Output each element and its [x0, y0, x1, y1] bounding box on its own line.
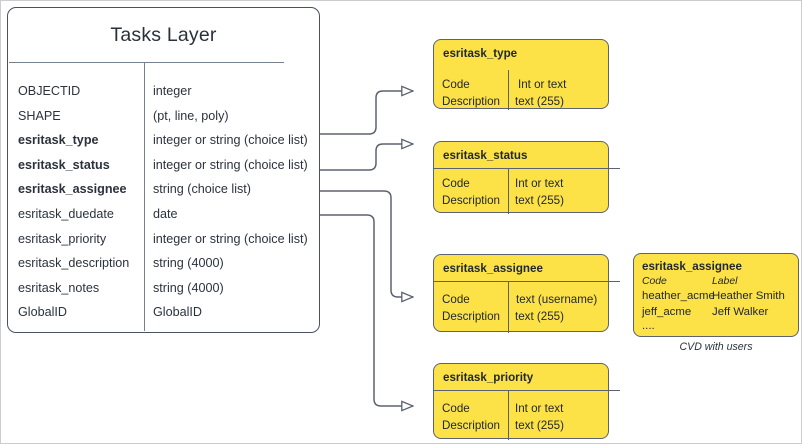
- code-box-title: esritask_priority: [443, 371, 534, 384]
- table-row: esritask_notes string (4000): [8, 281, 319, 306]
- cvd-header-label: Label: [712, 276, 738, 287]
- code-box-value: text (255): [515, 310, 564, 323]
- code-box-esritask-priority: esritask_priority Code Description Int o…: [433, 363, 620, 440]
- column-divider: [144, 62, 145, 331]
- code-box-label: Description: [442, 310, 500, 323]
- code-box-value: text (255): [515, 194, 564, 207]
- cvd-row-code: heather_acme: [642, 290, 715, 302]
- code-box-value: text (username): [516, 293, 598, 306]
- code-box-label: Description: [442, 95, 500, 108]
- field-type: string (4000): [153, 280, 224, 295]
- field-name: esritask_description: [18, 256, 130, 271]
- code-box-title: esritask_assignee: [443, 262, 543, 275]
- code-box-esritask-type: esritask_type Code Description Int or te…: [433, 39, 609, 110]
- code-box-esritask-status: esritask_status Code Description Int or …: [433, 141, 620, 214]
- field-list: OBJECTID integer SHAPE (pt, line, poly) …: [8, 84, 319, 330]
- code-box-header-divider: [434, 168, 620, 169]
- field-type: integer or string (choice list): [153, 133, 308, 148]
- code-box-title: esritask_status: [443, 149, 528, 162]
- code-box-esritask-assignee: esritask_assignee Code Description text …: [433, 254, 620, 333]
- cvd-row-label: Heather Smith: [712, 290, 785, 302]
- code-box-column-divider: [508, 281, 509, 333]
- field-type: GlobalID: [153, 305, 202, 320]
- cvd-sample-box: esritask_assignee Code Label heather_acm…: [633, 253, 799, 337]
- code-box-label: Code: [442, 293, 470, 306]
- connector-status: [320, 144, 413, 171]
- field-type: integer: [153, 84, 192, 98]
- table-row: esritask_type integer or string (choice …: [8, 133, 319, 158]
- field-type: integer or string (choice list): [153, 231, 308, 246]
- field-name: esritask_assignee: [18, 182, 127, 197]
- cvd-caption: CVD with users: [679, 341, 753, 353]
- code-box-column-divider: [508, 70, 509, 110]
- field-type: string (choice list): [153, 182, 251, 197]
- code-box-label: Code: [442, 402, 470, 415]
- field-name: esritask_priority: [18, 231, 107, 246]
- cvd-title: esritask_assignee: [642, 260, 742, 273]
- code-box-label: Code: [442, 78, 470, 91]
- code-box-value: text (255): [515, 419, 564, 432]
- code-box-value: Int or text: [518, 78, 567, 91]
- cvd-row-code: jeff_acme: [642, 306, 692, 318]
- code-box-header-divider: [434, 281, 620, 282]
- field-type: date: [153, 206, 178, 221]
- header-divider: [9, 62, 284, 63]
- code-box-column-divider: [508, 168, 509, 214]
- field-name: esritask_type: [18, 133, 99, 148]
- field-name: GlobalID: [18, 305, 67, 320]
- code-box-label: Code: [442, 177, 470, 190]
- cvd-header-code: Code: [642, 276, 667, 287]
- table-row: esritask_duedate date: [8, 207, 319, 232]
- connector-assignee: [320, 190, 413, 297]
- page-title: Tasks Layer: [110, 24, 217, 46]
- table-row: OBJECTID integer: [8, 84, 319, 109]
- code-box-label: Description: [442, 194, 500, 207]
- field-name: esritask_notes: [18, 280, 100, 295]
- code-box-value: text (255): [515, 95, 564, 108]
- code-box-title: esritask_type: [443, 47, 518, 60]
- table-row: GlobalID GlobalID: [8, 305, 319, 330]
- table-row: SHAPE (pt, line, poly): [8, 109, 319, 134]
- connector-priority: [320, 214, 413, 406]
- table-row: esritask_priority integer or string (cho…: [8, 232, 319, 257]
- field-type: (pt, line, poly): [153, 108, 229, 123]
- table-row: esritask_assignee string (choice list): [8, 182, 319, 207]
- cvd-row-label: Jeff Walker: [712, 306, 769, 318]
- code-box-header-divider: [434, 390, 620, 391]
- table-row: esritask_description string (4000): [8, 256, 319, 281]
- code-box-label: Description: [442, 419, 500, 432]
- code-box-value: Int or text: [515, 177, 564, 190]
- cvd-row-code: ....: [642, 320, 655, 332]
- field-name: OBJECTID: [18, 84, 81, 98]
- field-name: esritask_duedate: [18, 206, 114, 221]
- connector-type: [320, 91, 413, 135]
- field-type: integer or string (choice list): [153, 157, 308, 172]
- code-box-value: Int or text: [515, 402, 564, 415]
- field-type: string (4000): [153, 256, 224, 271]
- table-row: esritask_status integer or string (choic…: [8, 158, 319, 183]
- code-box-column-divider: [508, 390, 509, 440]
- field-name: SHAPE: [18, 108, 61, 123]
- tasks-layer-entity: Tasks Layer OBJECTID integer SHAPE (pt, …: [7, 7, 320, 333]
- field-name: esritask_status: [18, 157, 110, 172]
